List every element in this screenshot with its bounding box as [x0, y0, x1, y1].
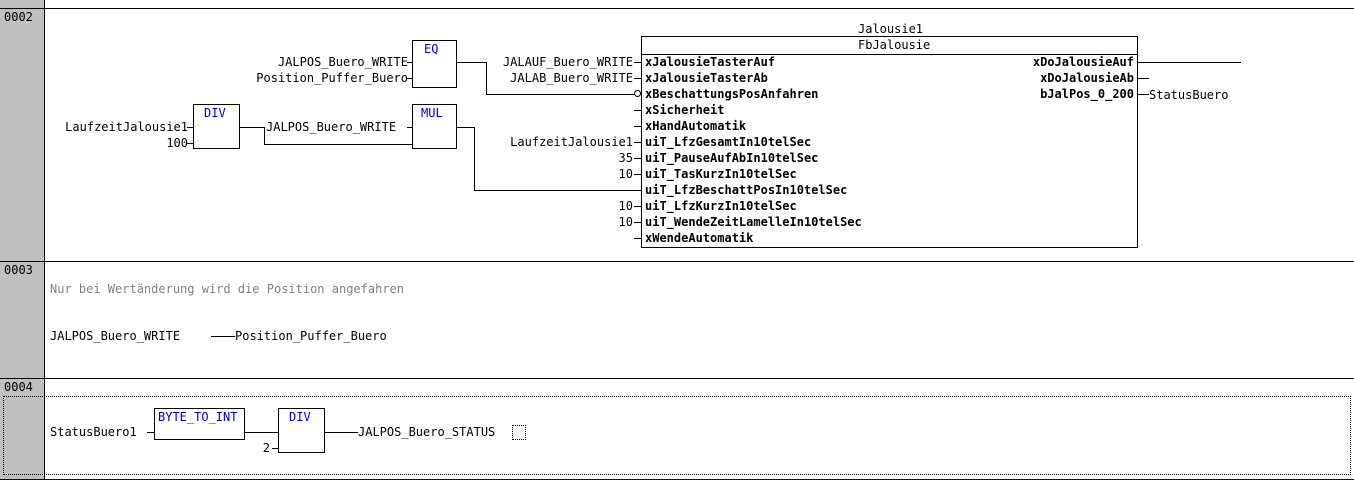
fb-output-pin-1: xDoJalousieAb: [1040, 71, 1134, 85]
div-output-wire-0002: [239, 127, 264, 128]
fb-input-pin-10: uiT_WendeZeitLamelleIn10telSec: [645, 215, 862, 229]
network-gutter-0003[interactable]: [0, 262, 45, 378]
byte-to-int-block[interactable]: [154, 408, 245, 440]
eq-output-wire-v: [486, 62, 487, 94]
fb-output-wire-2: [1137, 94, 1149, 95]
network-0003-assign-source[interactable]: JALPOS_Buero_WRITE: [50, 329, 181, 343]
fb-input-label-1[interactable]: JALAB_Buero_WRITE: [510, 71, 633, 85]
mul-input-0-wire: [407, 127, 413, 128]
fb-instance-name: Jalousie1: [858, 22, 924, 36]
fb-input-stub-5: [634, 142, 642, 143]
div-output-wire-0004: [324, 432, 358, 433]
fb-input-stub-11: [634, 238, 642, 239]
fb-input-pin-11: xWendeAutomatik: [645, 231, 754, 245]
fb-input-label-6[interactable]: 35: [618, 151, 633, 165]
fb-input-pin-3: xSicherheit: [645, 103, 725, 117]
fb-input-pin-7: uiT_TasKurzIn10telSec: [645, 167, 797, 181]
eq-output-wire-h2: [486, 94, 635, 95]
eq-input-0-label[interactable]: JALPOS_Buero_WRITE: [277, 55, 408, 69]
div-block-0004[interactable]: [278, 408, 325, 453]
network-gutter-0004[interactable]: [0, 379, 45, 479]
mul-block-label: MUL: [421, 106, 443, 120]
fb-input-pin-5: uiT_LfzGesamtIn10telSec: [645, 135, 812, 149]
fb-header-divider: [642, 54, 1137, 55]
fb-input-stub-1: [634, 78, 642, 79]
mul-output-wire-h2: [474, 190, 641, 191]
fb-input-label-5[interactable]: LaufzeitJalousie1: [510, 135, 633, 149]
network-0004-output-label[interactable]: JALPOS_Buero_STATUS: [358, 425, 496, 439]
byte-to-int-output-wire: [244, 432, 278, 433]
fb-input-stub-6: [634, 158, 642, 159]
div-output-branch-v: [264, 127, 265, 144]
div-input-0-wire-0002: [187, 127, 194, 128]
network-0003-comment[interactable]: Nur bei Wertänderung wird die Position a…: [50, 282, 405, 296]
fb-input-stub-9: [634, 206, 642, 207]
fb-input-stub-7: [634, 174, 642, 175]
fb-input-pin-2: xBeschattungsPosAnfahren: [645, 87, 819, 101]
div-input-0-label-0002[interactable]: LaufzeitJalousie1: [65, 120, 188, 134]
eq-block[interactable]: [412, 40, 457, 88]
fb-input-negation-2: [634, 90, 641, 97]
mul-output-wire-h1: [456, 127, 474, 128]
div-block-0004-label: DIV: [289, 410, 311, 424]
fb-input-label-0[interactable]: JALAUF_Buero_WRITE: [502, 55, 633, 69]
eq-input-1-label[interactable]: Position_Puffer_Buero: [256, 71, 408, 85]
network-separator-0004: [0, 479, 1354, 480]
fb-type-name: FbJalousie: [858, 38, 931, 52]
fb-input-stub-4: [634, 126, 642, 127]
fb-input-label-9[interactable]: 10: [618, 199, 633, 213]
byte-to-int-block-label: BYTE_TO_INT: [158, 410, 238, 424]
mul-input-0-label[interactable]: JALPOS_Buero_WRITE: [266, 120, 397, 134]
network-separator-0002: [0, 261, 1354, 262]
fb-input-label-10[interactable]: 10: [618, 215, 633, 229]
fb-jalousie-block[interactable]: [641, 36, 1138, 248]
network-number-0003: 0003: [4, 263, 33, 277]
eq-output-wire-h1: [456, 62, 486, 63]
fb-output-label-2[interactable]: StatusBuero: [1149, 88, 1229, 102]
fb-output-pin-0: xDoJalousieAuf: [1032, 55, 1134, 69]
fb-input-label-7[interactable]: 10: [618, 167, 633, 181]
div-block-0002-label: DIV: [204, 106, 226, 120]
network-0003-assign-target[interactable]: Position_Puffer_Buero: [235, 329, 387, 343]
network-0004-conv-input-label[interactable]: StatusBuero1: [50, 425, 137, 439]
fb-input-stub-3: [634, 110, 642, 111]
network-gutter-top-partial[interactable]: [0, 0, 45, 8]
fb-input-stub-10: [634, 222, 642, 223]
fb-input-pin-9: uiT_LfzKurzIn10telSec: [645, 199, 797, 213]
mul-output-wire-v: [474, 127, 475, 190]
div-output-branch-h: [264, 144, 414, 145]
network-number-0004: 0004: [4, 380, 33, 394]
fb-input-pin-1: xJalousieTasterAb: [645, 71, 768, 85]
fb-input-pin-0: xJalousieTasterAuf: [645, 55, 776, 69]
eq-input-1-wire: [407, 78, 413, 79]
network-gutter-0002[interactable]: [0, 9, 45, 261]
mul-block[interactable]: [412, 104, 457, 149]
network-number-0002: 0002: [4, 10, 33, 24]
fb-output-wire-0: [1137, 62, 1241, 63]
fb-output-wire-1: [1137, 78, 1149, 79]
div-input-1-label-0004[interactable]: 2: [262, 441, 270, 455]
div-input-1-wire-0002: [187, 143, 194, 144]
fb-input-pin-4: xHandAutomatik: [645, 119, 747, 133]
network-separator-0003: [0, 378, 1354, 379]
network-0004-conv-input-wire: [147, 432, 154, 433]
network-separator-top: [0, 8, 1354, 9]
fb-output-pin-2: bJalPos_0_200: [1040, 87, 1134, 101]
network-0004-selection-marker[interactable]: [3, 396, 1351, 475]
div-input-1-wire-0004: [272, 448, 279, 449]
fb-input-pin-6: uiT_PauseAufAbIn10telSec: [645, 151, 819, 165]
fb-input-pin-8: uiT_LfzBeschattPosIn10telSec: [645, 183, 848, 197]
eq-block-label: EQ: [424, 42, 439, 56]
eq-input-0-wire: [407, 62, 413, 63]
fb-input-stub-0: [634, 62, 642, 63]
network-0003-assign-wire: [211, 336, 235, 337]
edit-cursor-box[interactable]: [512, 425, 526, 440]
div-input-1-label-0002[interactable]: 100: [166, 136, 188, 150]
div-block-0002[interactable]: [193, 104, 240, 149]
